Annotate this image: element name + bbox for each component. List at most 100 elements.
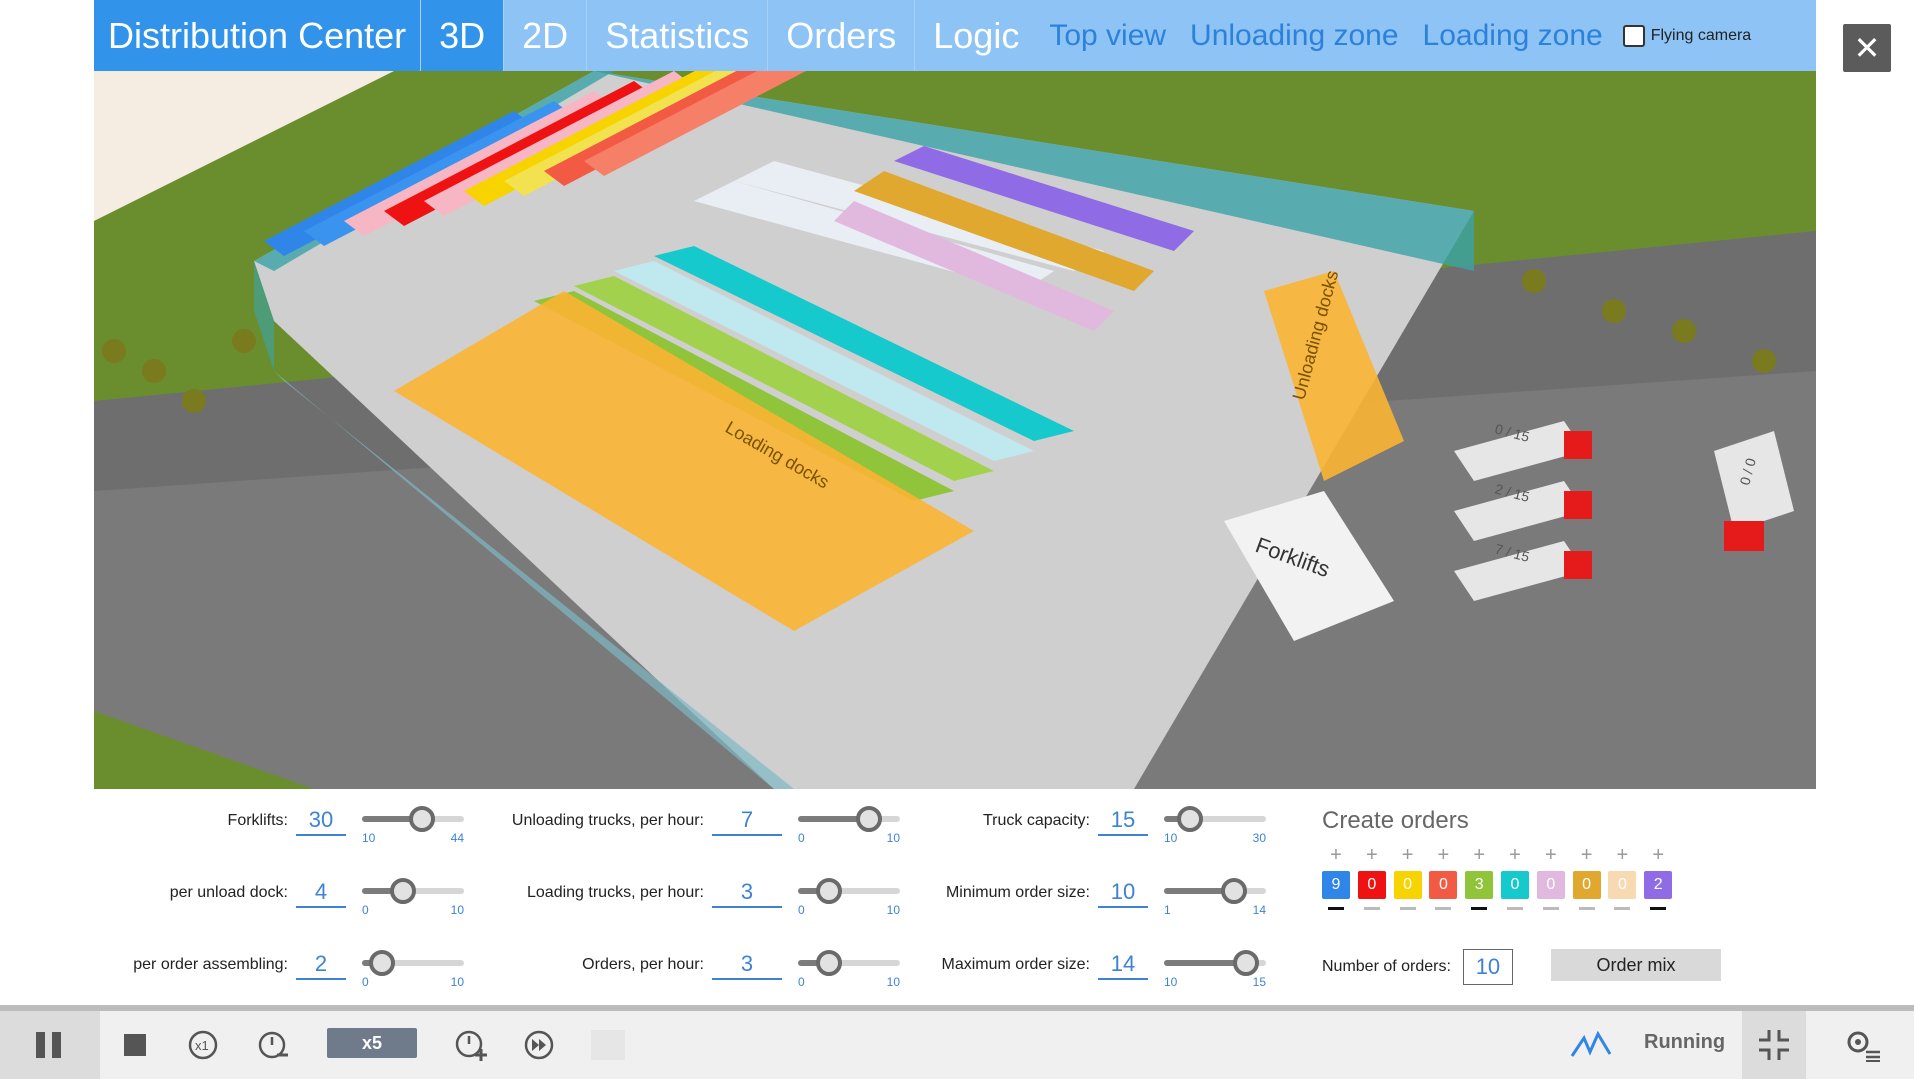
- stop-icon: [124, 1034, 146, 1056]
- slider-knob[interactable]: [1232, 950, 1259, 976]
- decrement-icon[interactable]: [1399, 907, 1416, 910]
- param-label: Forklifts:: [227, 812, 288, 829]
- min-order-size-slider[interactable]: 1 14: [1164, 873, 1266, 917]
- unloading-trucks-slider[interactable]: 0 10: [798, 801, 900, 845]
- link-top-view[interactable]: Top view: [1049, 18, 1167, 52]
- increment-icon[interactable]: +: [1509, 844, 1521, 866]
- link-loading-zone[interactable]: Loading zone: [1422, 18, 1603, 52]
- truck-4-trailer: [1714, 431, 1794, 531]
- order-count: 2: [1644, 871, 1673, 899]
- svg-text:x1: x1: [195, 1038, 209, 1053]
- unloading-docks-area: [1264, 271, 1404, 481]
- increment-icon[interactable]: +: [1652, 844, 1665, 866]
- tab-logic[interactable]: Logic: [933, 14, 1020, 56]
- tab-orders[interactable]: Orders: [768, 0, 916, 71]
- param-max-order-size: Maximum order size: 14 10 15: [900, 943, 1266, 989]
- slider-knob[interactable]: [815, 878, 842, 904]
- max-order-size-input[interactable]: 14: [1098, 950, 1148, 980]
- decrement-icon[interactable]: [1328, 907, 1344, 910]
- tree: [1752, 349, 1776, 373]
- decrement-icon[interactable]: [1507, 907, 1523, 910]
- min-order-size-input[interactable]: 10: [1098, 878, 1148, 908]
- model-icon-button[interactable]: [1566, 1011, 1616, 1079]
- slider-knob[interactable]: [409, 806, 436, 832]
- slider-knob[interactable]: [856, 806, 883, 832]
- realtime-speed-button[interactable]: x1: [180, 1011, 226, 1079]
- anylogic-icon: [1570, 1030, 1612, 1057]
- per-order-assembling-input[interactable]: 2: [296, 950, 346, 980]
- truck-2[interactable]: 2 / 15: [1454, 480, 1592, 541]
- decrement-icon[interactable]: [1542, 907, 1559, 910]
- slider-knob[interactable]: [369, 950, 396, 976]
- speed-up-button[interactable]: [448, 1011, 494, 1079]
- flying-camera-toggle[interactable]: Flying camera: [1622, 24, 1752, 47]
- increment-icon[interactable]: +: [1580, 844, 1593, 866]
- fast-forward-icon: [524, 1030, 554, 1060]
- tab-statistics[interactable]: Statistics: [587, 0, 769, 71]
- truck-capacity-slider[interactable]: 10 30: [1164, 801, 1266, 845]
- increment-icon[interactable]: +: [1473, 844, 1486, 866]
- rack-lilac: [834, 201, 1114, 331]
- per-unload-dock-input[interactable]: 4: [296, 878, 346, 908]
- max-order-size-slider[interactable]: 10 15: [1164, 945, 1266, 989]
- order-mix-button[interactable]: Order mix: [1551, 949, 1721, 981]
- loading-trucks-input[interactable]: 3: [712, 878, 782, 908]
- param-loading-trucks: Loading trucks, per hour: 3 0 10: [460, 871, 900, 917]
- increment-icon[interactable]: +: [1365, 844, 1378, 866]
- order-count: 0: [1572, 871, 1601, 899]
- tree: [102, 339, 126, 363]
- loading-trucks-slider[interactable]: 0 10: [798, 873, 900, 917]
- stop-button[interactable]: [112, 1011, 158, 1079]
- truck-1-trailer: [1454, 421, 1584, 481]
- unloading-trucks-input[interactable]: 7: [712, 806, 782, 836]
- truck-capacity-input[interactable]: 15: [1098, 806, 1148, 836]
- fast-forward-button[interactable]: [516, 1011, 562, 1079]
- pause-button[interactable]: [0, 1011, 100, 1079]
- slider-knob[interactable]: [815, 950, 842, 976]
- number-of-orders-input[interactable]: 10: [1462, 949, 1513, 985]
- order-count: 9: [1322, 871, 1350, 899]
- truck-4[interactable]: 0 / 0: [1714, 431, 1794, 551]
- rack-gold: [854, 171, 1154, 291]
- truck-3[interactable]: 7 / 15: [1454, 540, 1592, 601]
- decrement-icon[interactable]: [1363, 907, 1380, 910]
- slider-knob[interactable]: [389, 878, 416, 904]
- slider-knob[interactable]: [1176, 806, 1203, 832]
- decrement-icon[interactable]: [1650, 907, 1667, 910]
- per-order-assembling-slider[interactable]: 0 10: [362, 945, 464, 989]
- orders-per-hour-input[interactable]: 3: [712, 950, 782, 980]
- param-truck-capacity: Truck capacity: 15 10 30: [900, 799, 1266, 845]
- orders-per-hour-slider[interactable]: 0 10: [798, 945, 900, 989]
- link-unloading-zone[interactable]: Unloading zone: [1190, 18, 1399, 52]
- slow-down-button[interactable]: [250, 1011, 296, 1079]
- increment-icon[interactable]: +: [1330, 844, 1342, 866]
- decrement-icon[interactable]: [1614, 907, 1631, 910]
- order-counter: +0: [1393, 844, 1422, 910]
- forklifts-slider[interactable]: 10 44: [362, 801, 464, 845]
- settings-button[interactable]: [1838, 1011, 1888, 1079]
- param-label: Unloading trucks, per hour:: [511, 812, 704, 829]
- flying-camera-label: Flying camera: [1650, 26, 1752, 44]
- tree: [142, 359, 166, 383]
- slider-min: 1: [1164, 903, 1171, 917]
- warehouse-wall-right-top: [594, 71, 1474, 271]
- increment-icon[interactable]: +: [1437, 844, 1450, 866]
- decrement-icon[interactable]: [1435, 907, 1452, 910]
- tree: [182, 389, 206, 413]
- tab-3d[interactable]: 3D: [421, 0, 505, 71]
- flying-camera-checkbox[interactable]: [1622, 24, 1645, 47]
- scene-3d-view[interactable]: Loading docks Unloading docks Forklifts …: [94, 71, 1816, 789]
- increment-icon[interactable]: +: [1544, 844, 1557, 866]
- truck-1[interactable]: 0 / 15: [1454, 420, 1592, 481]
- forklifts-input[interactable]: 30: [296, 806, 346, 836]
- scene-canvas[interactable]: Loading docks Unloading docks Forklifts …: [94, 71, 1816, 789]
- decrement-icon[interactable]: [1578, 907, 1595, 910]
- decrement-icon[interactable]: [1471, 907, 1488, 910]
- slider-knob[interactable]: [1221, 878, 1248, 904]
- per-unload-dock-slider[interactable]: 0 10: [362, 873, 464, 917]
- increment-icon[interactable]: +: [1616, 844, 1629, 866]
- tab-2d[interactable]: 2D: [504, 0, 588, 71]
- increment-icon[interactable]: +: [1401, 844, 1414, 866]
- close-button[interactable]: ✕: [1843, 24, 1891, 72]
- fullscreen-exit-button[interactable]: [1742, 1011, 1806, 1079]
